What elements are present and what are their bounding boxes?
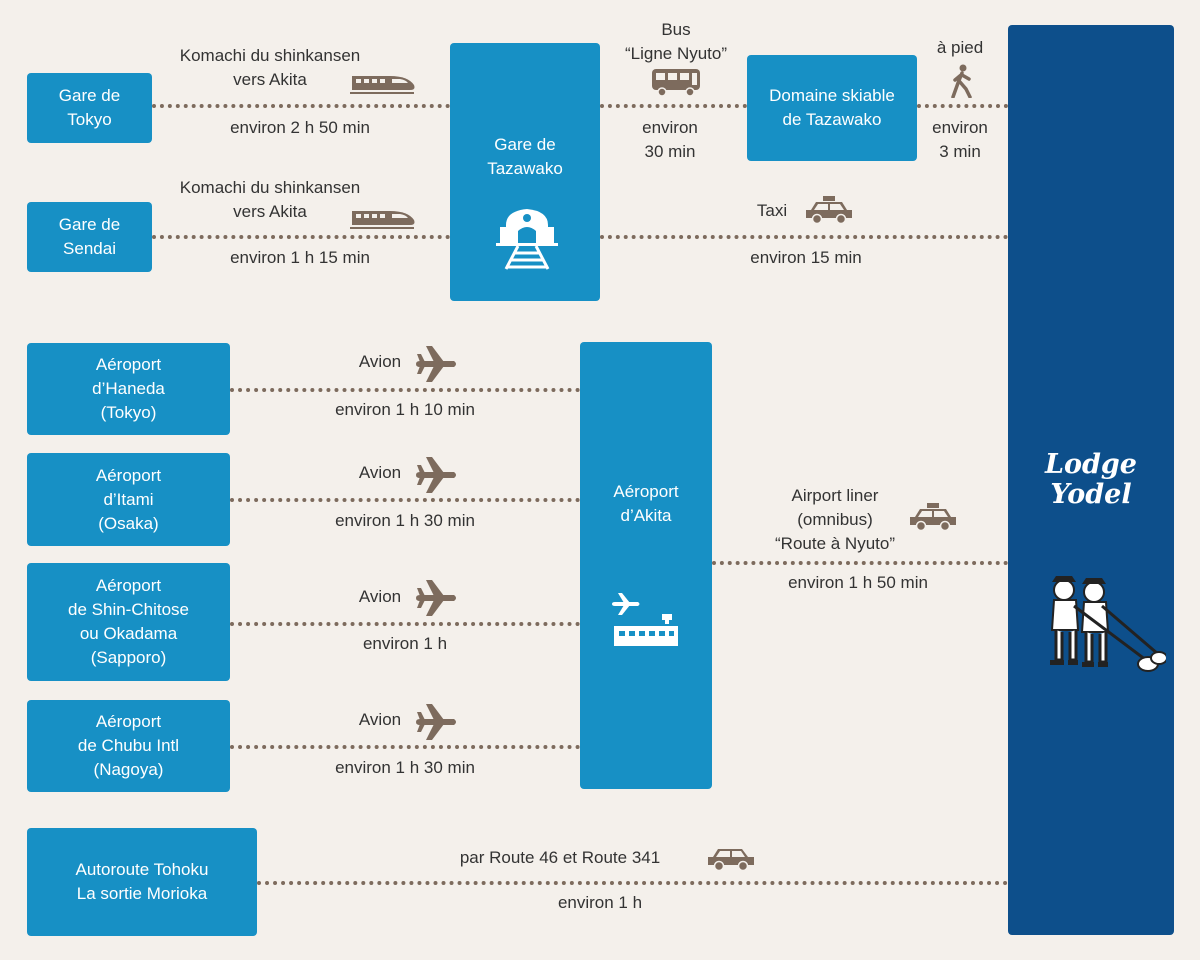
route-sendai-mode: Komachi du shinkansen vers Akita [179,178,361,221]
walking-person-icon [950,64,974,98]
route-itami-mode: Avion [358,463,402,482]
route-line-tokyo [152,104,450,108]
route-bus-mode: Bus “Ligne Nyuto” [624,20,728,63]
shinkansen-icon [350,207,416,229]
hub-ski-area: Domaine skiable de Tazawako [747,55,917,161]
route-walk-time: environ 3 min [932,118,988,161]
shinkansen-icon [350,72,416,94]
route-line-haneda [230,388,580,392]
route-chitose-mode: Avion [358,587,402,606]
route-highway-time: environ 1 h [557,893,643,912]
route-line-highway [257,881,1008,885]
route-airport-liner-mode: Airport liner (omnibus) “Route à Nyuto” [775,486,895,553]
origin-highway-label: Autoroute Tohoku La sortie Morioka [75,860,209,903]
car-icon [706,846,756,872]
route-line-itami [230,498,580,502]
route-chubu-time: environ 1 h 30 min [335,758,475,777]
hub-tazawako-station-label: Gare de Tazawako [487,135,563,178]
route-walk-mode: à pied [936,38,984,57]
taxi-icon [908,502,958,532]
hub-ski-area-label: Domaine skiable de Tazawako [769,86,895,129]
route-bus-time: environ 30 min [642,118,698,161]
origin-tokyo-label: Gare de Tokyo [58,86,121,129]
origin-chubu-airport: Aéroport de Chubu Intl (Nagoya) [27,700,230,792]
origin-chitose-label: Aéroport de Shin-Chitose ou Okadama (Sap… [68,576,189,667]
origin-chitose-airport: Aéroport de Shin-Chitose ou Okadama (Sap… [27,563,230,681]
route-haneda-time: environ 1 h 10 min [335,400,475,419]
origin-itami-airport: Aéroport d’Itami (Osaka) [27,453,230,546]
route-chubu-mode: Avion [358,710,402,729]
airport-terminal-icon [612,593,678,646]
route-line-chitose [230,622,580,626]
route-line-sendai [152,235,450,239]
alphorn-players-icon [1050,576,1166,672]
airplane-icon [414,455,458,495]
origin-itami-label: Aéroport d’Itami (Osaka) [95,465,162,533]
hub-akita-airport-label: Aéroport d’Akita [613,482,679,525]
origin-haneda-label: Aéroport d’Haneda (Tokyo) [92,355,165,422]
route-airport-liner-time: environ 1 h 50 min [788,573,928,592]
hub-tazawako-station: Gare de Tazawako [450,43,600,301]
route-itami-time: environ 1 h 30 min [335,511,475,530]
route-sendai-time: environ 1 h 15 min [230,248,370,267]
route-line-taxi [600,235,1008,239]
origin-highway-exit: Autoroute Tohoku La sortie Morioka [27,828,257,936]
route-line-bus [600,104,747,108]
route-line-airport-liner [712,561,1008,565]
airplane-icon [414,344,458,384]
route-taxi-time: environ 15 min [750,248,862,267]
route-haneda-mode: Avion [358,352,402,371]
airplane-icon [414,702,458,742]
route-line-chubu [230,745,580,749]
train-station-icon [496,209,558,270]
lodge-yodel-title: Lodge Yodel [1045,449,1137,510]
destination-lodge-yodel: Lodge Yodel [1008,25,1174,935]
route-highway-mode: par Route 46 et Route 341 [459,848,661,867]
taxi-icon [804,195,854,225]
origin-chubu-label: Aéroport de Chubu Intl (Nagoya) [77,712,180,779]
origin-haneda-airport: Aéroport d’Haneda (Tokyo) [27,343,230,435]
route-chitose-time: environ 1 h [362,634,448,653]
origin-tokyo-station: Gare de Tokyo [27,73,152,143]
route-taxi-mode: Taxi [756,201,788,220]
origin-sendai-station: Gare de Sendai [27,202,152,272]
airplane-icon [414,578,458,618]
route-tokyo-mode: Komachi du shinkansen vers Akita [179,46,361,89]
hub-akita-airport: Aéroport d’Akita [580,342,712,789]
origin-sendai-label: Gare de Sendai [58,215,121,258]
route-tokyo-time: environ 2 h 50 min [230,118,370,137]
route-line-walk [917,104,1008,108]
bus-icon [650,67,702,97]
